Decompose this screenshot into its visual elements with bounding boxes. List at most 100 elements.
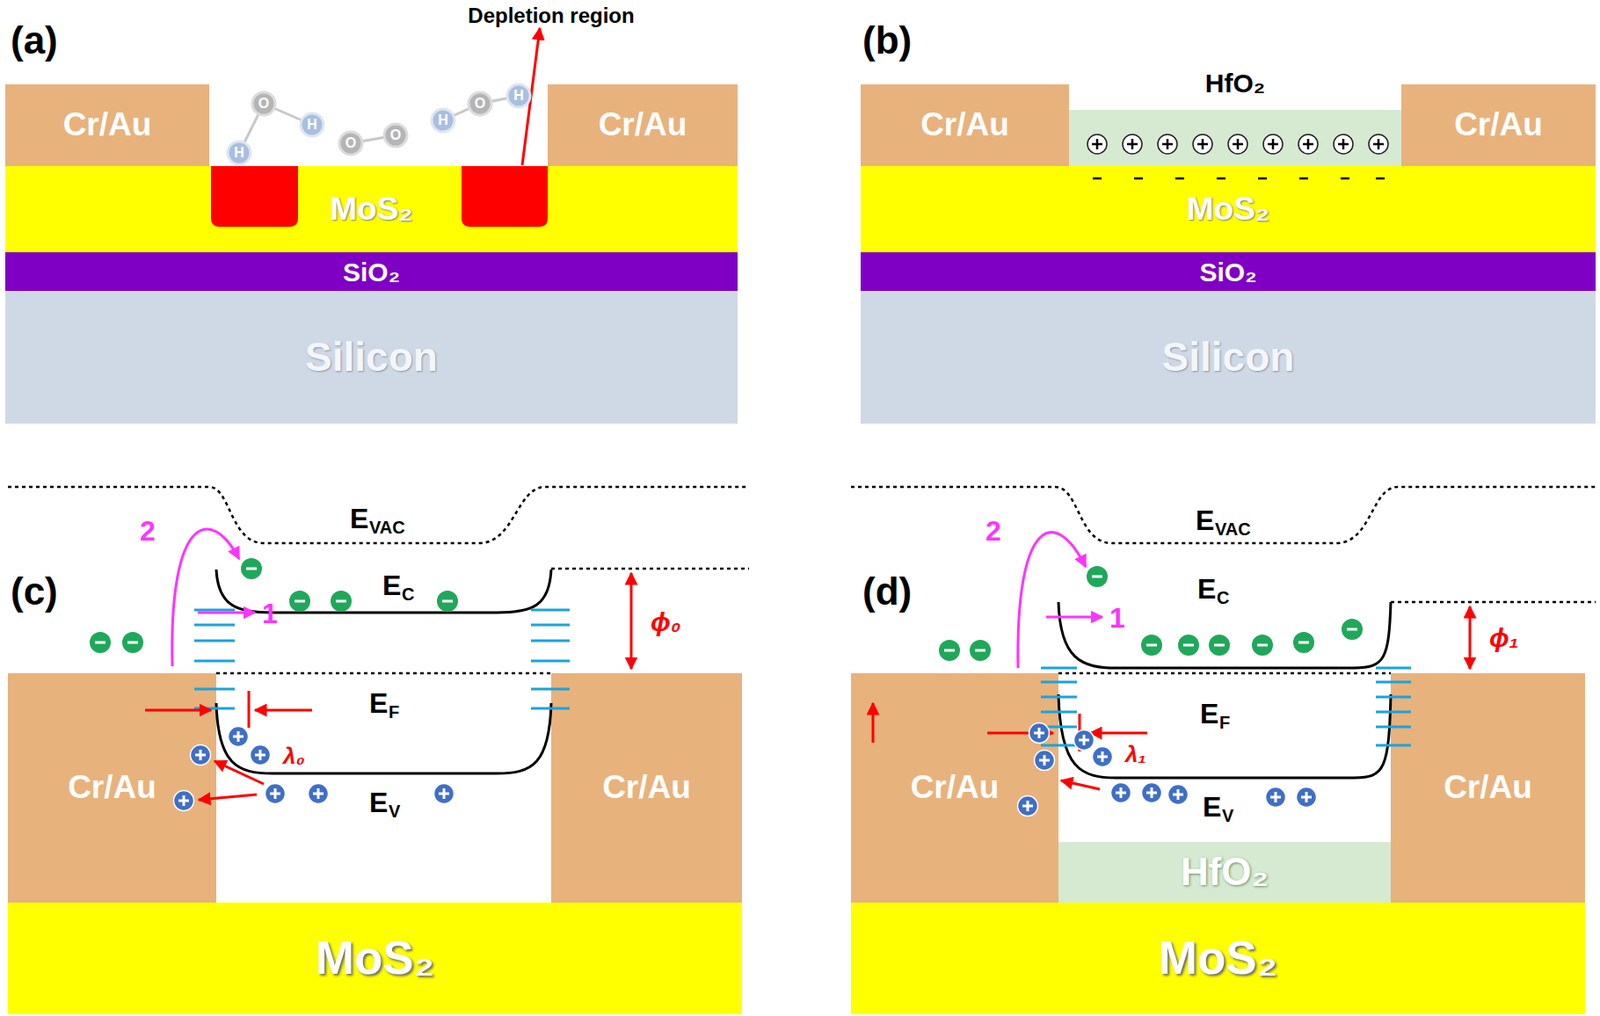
- carriers-c: [330, 590, 352, 612]
- band-diagram-d: [1040, 726, 1077, 729]
- layer-name: Cr/Au: [67, 770, 157, 807]
- band-diagram-d: [1375, 711, 1411, 714]
- band-diagram-c: [194, 707, 235, 711]
- gas-molecules: [227, 141, 251, 165]
- band-diagram-d: [1375, 726, 1411, 729]
- carriers-d: [1029, 723, 1050, 744]
- carriers-d: [1208, 634, 1230, 656]
- band-diagram-c: [216, 672, 552, 676]
- mos2-layer: MoS₂: [860, 166, 1596, 253]
- layer-name: MoS₂: [1186, 191, 1271, 228]
- carriers-c: [228, 727, 249, 748]
- interface-charges: [1175, 177, 1185, 181]
- carriers-d: [1111, 783, 1132, 804]
- layer-name: Cr/Au: [910, 770, 1000, 807]
- interface-charges: [1298, 134, 1318, 154]
- carriers-c: [174, 791, 195, 812]
- gas-molecules: [480, 95, 519, 104]
- carriers-d: [969, 640, 991, 662]
- depletion-regions: [522, 28, 540, 166]
- process-number: 2: [139, 516, 156, 546]
- band-diagram-d: [1078, 713, 1082, 752]
- carriers-c: [308, 784, 329, 805]
- band-diagram-d: [1058, 602, 1391, 669]
- gas-molecules: [252, 92, 276, 116]
- energy-subscript: C: [401, 585, 415, 604]
- depletion-regions: [461, 166, 548, 227]
- carriers-d: [1074, 730, 1095, 751]
- band-diagram-c: [145, 709, 211, 713]
- hfo2-layer: HfO₂: [1058, 842, 1391, 903]
- energy-level: E: [382, 571, 401, 600]
- layer-name: MoS₂: [329, 191, 414, 228]
- band-diagram-c: [254, 709, 313, 713]
- gas-molecules: [507, 84, 531, 108]
- barrier-height: ϕ₁: [1489, 625, 1519, 652]
- band-diagram-c: [530, 660, 570, 663]
- band-diagram-d: [1061, 780, 1100, 790]
- band-diagram-d: [1090, 732, 1148, 735]
- gas-molecules: [384, 123, 408, 147]
- carriers-d: [1293, 632, 1315, 654]
- layer-name: Cr/Au: [598, 107, 688, 144]
- substrate-layer: Silicon: [860, 290, 1596, 424]
- energy-subscript: F: [1219, 713, 1230, 732]
- interface-charges: [1368, 134, 1389, 154]
- carriers-d: [1341, 618, 1363, 640]
- carriers-d: [1141, 783, 1163, 804]
- carriers-d: [1296, 787, 1317, 808]
- band-diagram-c: [247, 690, 251, 728]
- interface-charges: [1333, 134, 1353, 154]
- layer-name: Cr/Au: [920, 107, 1010, 144]
- electrode-box: Cr/Au: [7, 673, 217, 903]
- band-diagram-d: [1390, 601, 1596, 604]
- band-diagram-c: [194, 688, 235, 691]
- carriers-c: [289, 590, 311, 612]
- band-diagram-c: [551, 567, 750, 571]
- band-diagram-c: [7, 487, 750, 544]
- gas-molecules: [263, 103, 313, 125]
- interface-charges: [1228, 134, 1248, 154]
- energy-level: E: [1197, 574, 1216, 604]
- gas-molecules: [227, 84, 531, 165]
- gas-molecules: [443, 103, 480, 121]
- atom-letter: O: [390, 128, 401, 143]
- energy-subscript: V: [1221, 807, 1234, 825]
- energy-level: E: [1195, 506, 1215, 535]
- band-diagram-d: [1375, 696, 1411, 699]
- band-diagram-d: [1040, 668, 1411, 746]
- depletion-regions: [210, 166, 299, 227]
- carriers-d: [1141, 634, 1163, 656]
- band-diagram-d: [1040, 681, 1077, 684]
- atom-letter: H: [306, 117, 318, 132]
- energy-subscript: C: [1216, 589, 1230, 607]
- band-diagram-d: [1040, 696, 1077, 699]
- interface-charges: [1087, 134, 1107, 154]
- carriers-c: [436, 590, 459, 612]
- gas-molecules: [468, 92, 492, 116]
- interface-charges: [1092, 177, 1385, 181]
- carriers-d: [1092, 747, 1113, 768]
- carriers-c: [250, 745, 271, 766]
- band-diagram-c: [194, 640, 235, 643]
- energy-subscript: VAC: [1214, 520, 1251, 539]
- mos2-layer: MoS₂: [850, 902, 1586, 1015]
- depletion-width: λ₁: [1125, 742, 1147, 766]
- interface-charges: [1087, 134, 1389, 179]
- band-diagram-d: [1058, 694, 1391, 779]
- energy-level: E: [349, 504, 369, 533]
- layer-name: SiO₂: [342, 257, 400, 287]
- carriers-c: [190, 745, 211, 766]
- layer-name: Cr/Au: [63, 107, 153, 144]
- interface-charges: [1157, 134, 1178, 154]
- carriers-d: [938, 640, 960, 662]
- band-diagram-c: [530, 688, 570, 691]
- band-diagram-d: [987, 732, 1054, 735]
- panel-letter: (b): [862, 21, 912, 60]
- band-diagram-d: [850, 487, 1596, 790]
- layer-name: MoS₂: [315, 932, 435, 984]
- layer-name: Silicon: [1162, 334, 1295, 380]
- electrode-box: Cr/Au: [547, 84, 738, 167]
- process-number: 1: [261, 599, 278, 628]
